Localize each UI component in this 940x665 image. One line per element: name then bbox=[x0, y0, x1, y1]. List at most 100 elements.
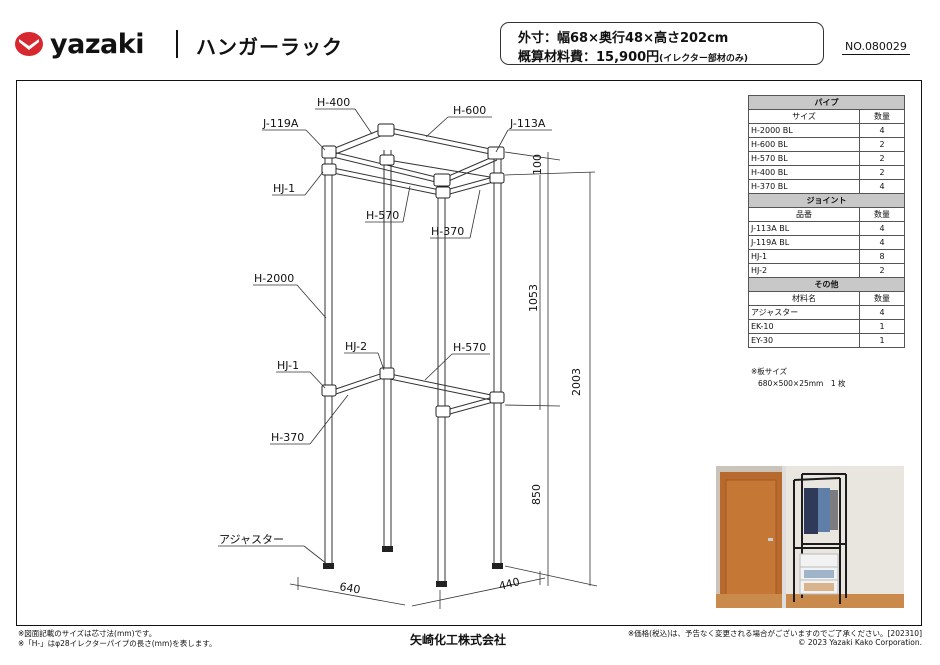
joint-j119a-back bbox=[377, 123, 395, 137]
price-note: ※価格(税込)は、予告なく変更される場合がございますのでご了承ください。[202… bbox=[627, 629, 922, 638]
joint-j119a-left bbox=[321, 145, 337, 159]
part-name: HJ-1 bbox=[748, 249, 860, 264]
joint-hj2 bbox=[379, 367, 395, 380]
middle-frame bbox=[332, 371, 498, 416]
part-name: EY-30 bbox=[748, 333, 860, 348]
col-part-no: 品番 bbox=[748, 207, 860, 222]
part-name: H-570 BL bbox=[748, 151, 860, 166]
top-frame bbox=[329, 127, 498, 196]
dimension-1053: 1053 bbox=[527, 284, 540, 312]
post-front-left bbox=[324, 155, 333, 565]
board-size-title: ※板サイズ bbox=[751, 367, 788, 376]
yazaki-mark-icon bbox=[15, 32, 43, 56]
label-j119a: J-119A bbox=[262, 117, 299, 130]
part-name: H-2000 BL bbox=[748, 123, 860, 138]
label-h570-top: H-570 bbox=[366, 209, 399, 222]
part-qty: 1 bbox=[859, 333, 905, 348]
part-qty: 2 bbox=[859, 263, 905, 278]
document-number: NO.080029 bbox=[842, 40, 910, 55]
label-hj1-top: HJ-1 bbox=[273, 182, 295, 195]
page-title: ハンガーラック bbox=[196, 35, 343, 59]
joint-hj1-top-left bbox=[321, 163, 337, 176]
label-adjuster: アジャスター bbox=[219, 533, 284, 546]
copyright: © 2023 Yazaki Kako Corporation. bbox=[798, 638, 922, 647]
dimension-2003: 2003 bbox=[570, 368, 583, 396]
part-name: J-119A BL bbox=[748, 235, 860, 250]
part-qty: 4 bbox=[859, 235, 905, 250]
joint-hj1-mid-right bbox=[489, 391, 505, 404]
dimension-lines bbox=[289, 151, 598, 609]
drawing-frame bbox=[16, 80, 922, 626]
label-hj2: HJ-2 bbox=[345, 340, 367, 353]
part-name: H-400 BL bbox=[748, 165, 860, 180]
part-qty: 4 bbox=[859, 221, 905, 236]
dimension-850: 850 bbox=[530, 484, 543, 505]
part-qty: 2 bbox=[859, 151, 905, 166]
dimension-640: 640 bbox=[338, 580, 361, 596]
board-size-value: 680×500×25mm 1 枚 bbox=[758, 379, 846, 388]
section-pipe: パイプ bbox=[748, 95, 905, 110]
material-cost: 概算材料費：15,900円(イレクター部材のみ) bbox=[518, 46, 748, 65]
material-cost-note: (イレクター部材のみ) bbox=[659, 54, 749, 64]
joint-j113a-right bbox=[487, 146, 505, 160]
product-photo bbox=[716, 466, 904, 608]
joint-hj1-top-front bbox=[435, 186, 451, 199]
leader-lines bbox=[218, 108, 552, 565]
dimension-100: 100 bbox=[531, 154, 544, 175]
part-name: J-113A BL bbox=[748, 221, 860, 236]
outer-dimensions: 外寸：幅68×奥行48×高さ202cm bbox=[518, 31, 729, 46]
material-cost-value: 概算材料費：15,900円 bbox=[518, 50, 660, 65]
joint-hj1-top-back bbox=[379, 154, 395, 166]
section-joint: ジョイント bbox=[748, 193, 905, 208]
joint-hj1-mid-front bbox=[435, 405, 451, 418]
company-name: 矢崎化工株式会社 bbox=[410, 633, 507, 647]
dimension-440: 440 bbox=[498, 575, 522, 593]
spec-box bbox=[500, 22, 824, 65]
label-h400: H-400 bbox=[317, 96, 350, 109]
brand-logo: yazaki bbox=[14, 30, 144, 58]
adjuster-front-right bbox=[436, 581, 447, 587]
post-back-right bbox=[493, 155, 502, 565]
part-name: EK-10 bbox=[748, 319, 860, 334]
part-qty: 2 bbox=[859, 165, 905, 180]
adjuster-front-left bbox=[323, 563, 334, 569]
joint-hj1-top-right bbox=[489, 172, 505, 184]
part-qty: 4 bbox=[859, 305, 905, 320]
col-size: サイズ bbox=[748, 109, 860, 124]
part-name: HJ-2 bbox=[748, 263, 860, 278]
rack-frame-lines bbox=[324, 127, 502, 583]
header-divider bbox=[176, 30, 178, 58]
part-name: H-600 BL bbox=[748, 137, 860, 152]
part-qty: 4 bbox=[859, 179, 905, 194]
label-j113a: J-113A bbox=[509, 117, 546, 130]
section-other: その他 bbox=[748, 277, 905, 292]
footnote-pipe: ※「H-」はφ28イレクターパイプの長さ(mm)を表します。 bbox=[18, 639, 217, 648]
part-qty: 4 bbox=[859, 123, 905, 138]
part-name: H-370 BL bbox=[748, 179, 860, 194]
adjuster-back-right bbox=[492, 563, 503, 569]
label-h370-mid: H-370 bbox=[271, 431, 304, 444]
label-h370-top: H-370 bbox=[431, 225, 464, 238]
label-hj1-mid: HJ-1 bbox=[277, 359, 299, 372]
col-qty: 数量 bbox=[859, 109, 905, 124]
part-name: アジャスター bbox=[748, 305, 860, 320]
label-h2000: H-2000 bbox=[254, 272, 294, 285]
joints bbox=[321, 123, 505, 418]
joint-hj1-mid-left bbox=[321, 384, 337, 397]
part-qty: 1 bbox=[859, 319, 905, 334]
label-h600: H-600 bbox=[453, 104, 486, 117]
col-qty: 数量 bbox=[859, 207, 905, 222]
part-qty: 2 bbox=[859, 137, 905, 152]
